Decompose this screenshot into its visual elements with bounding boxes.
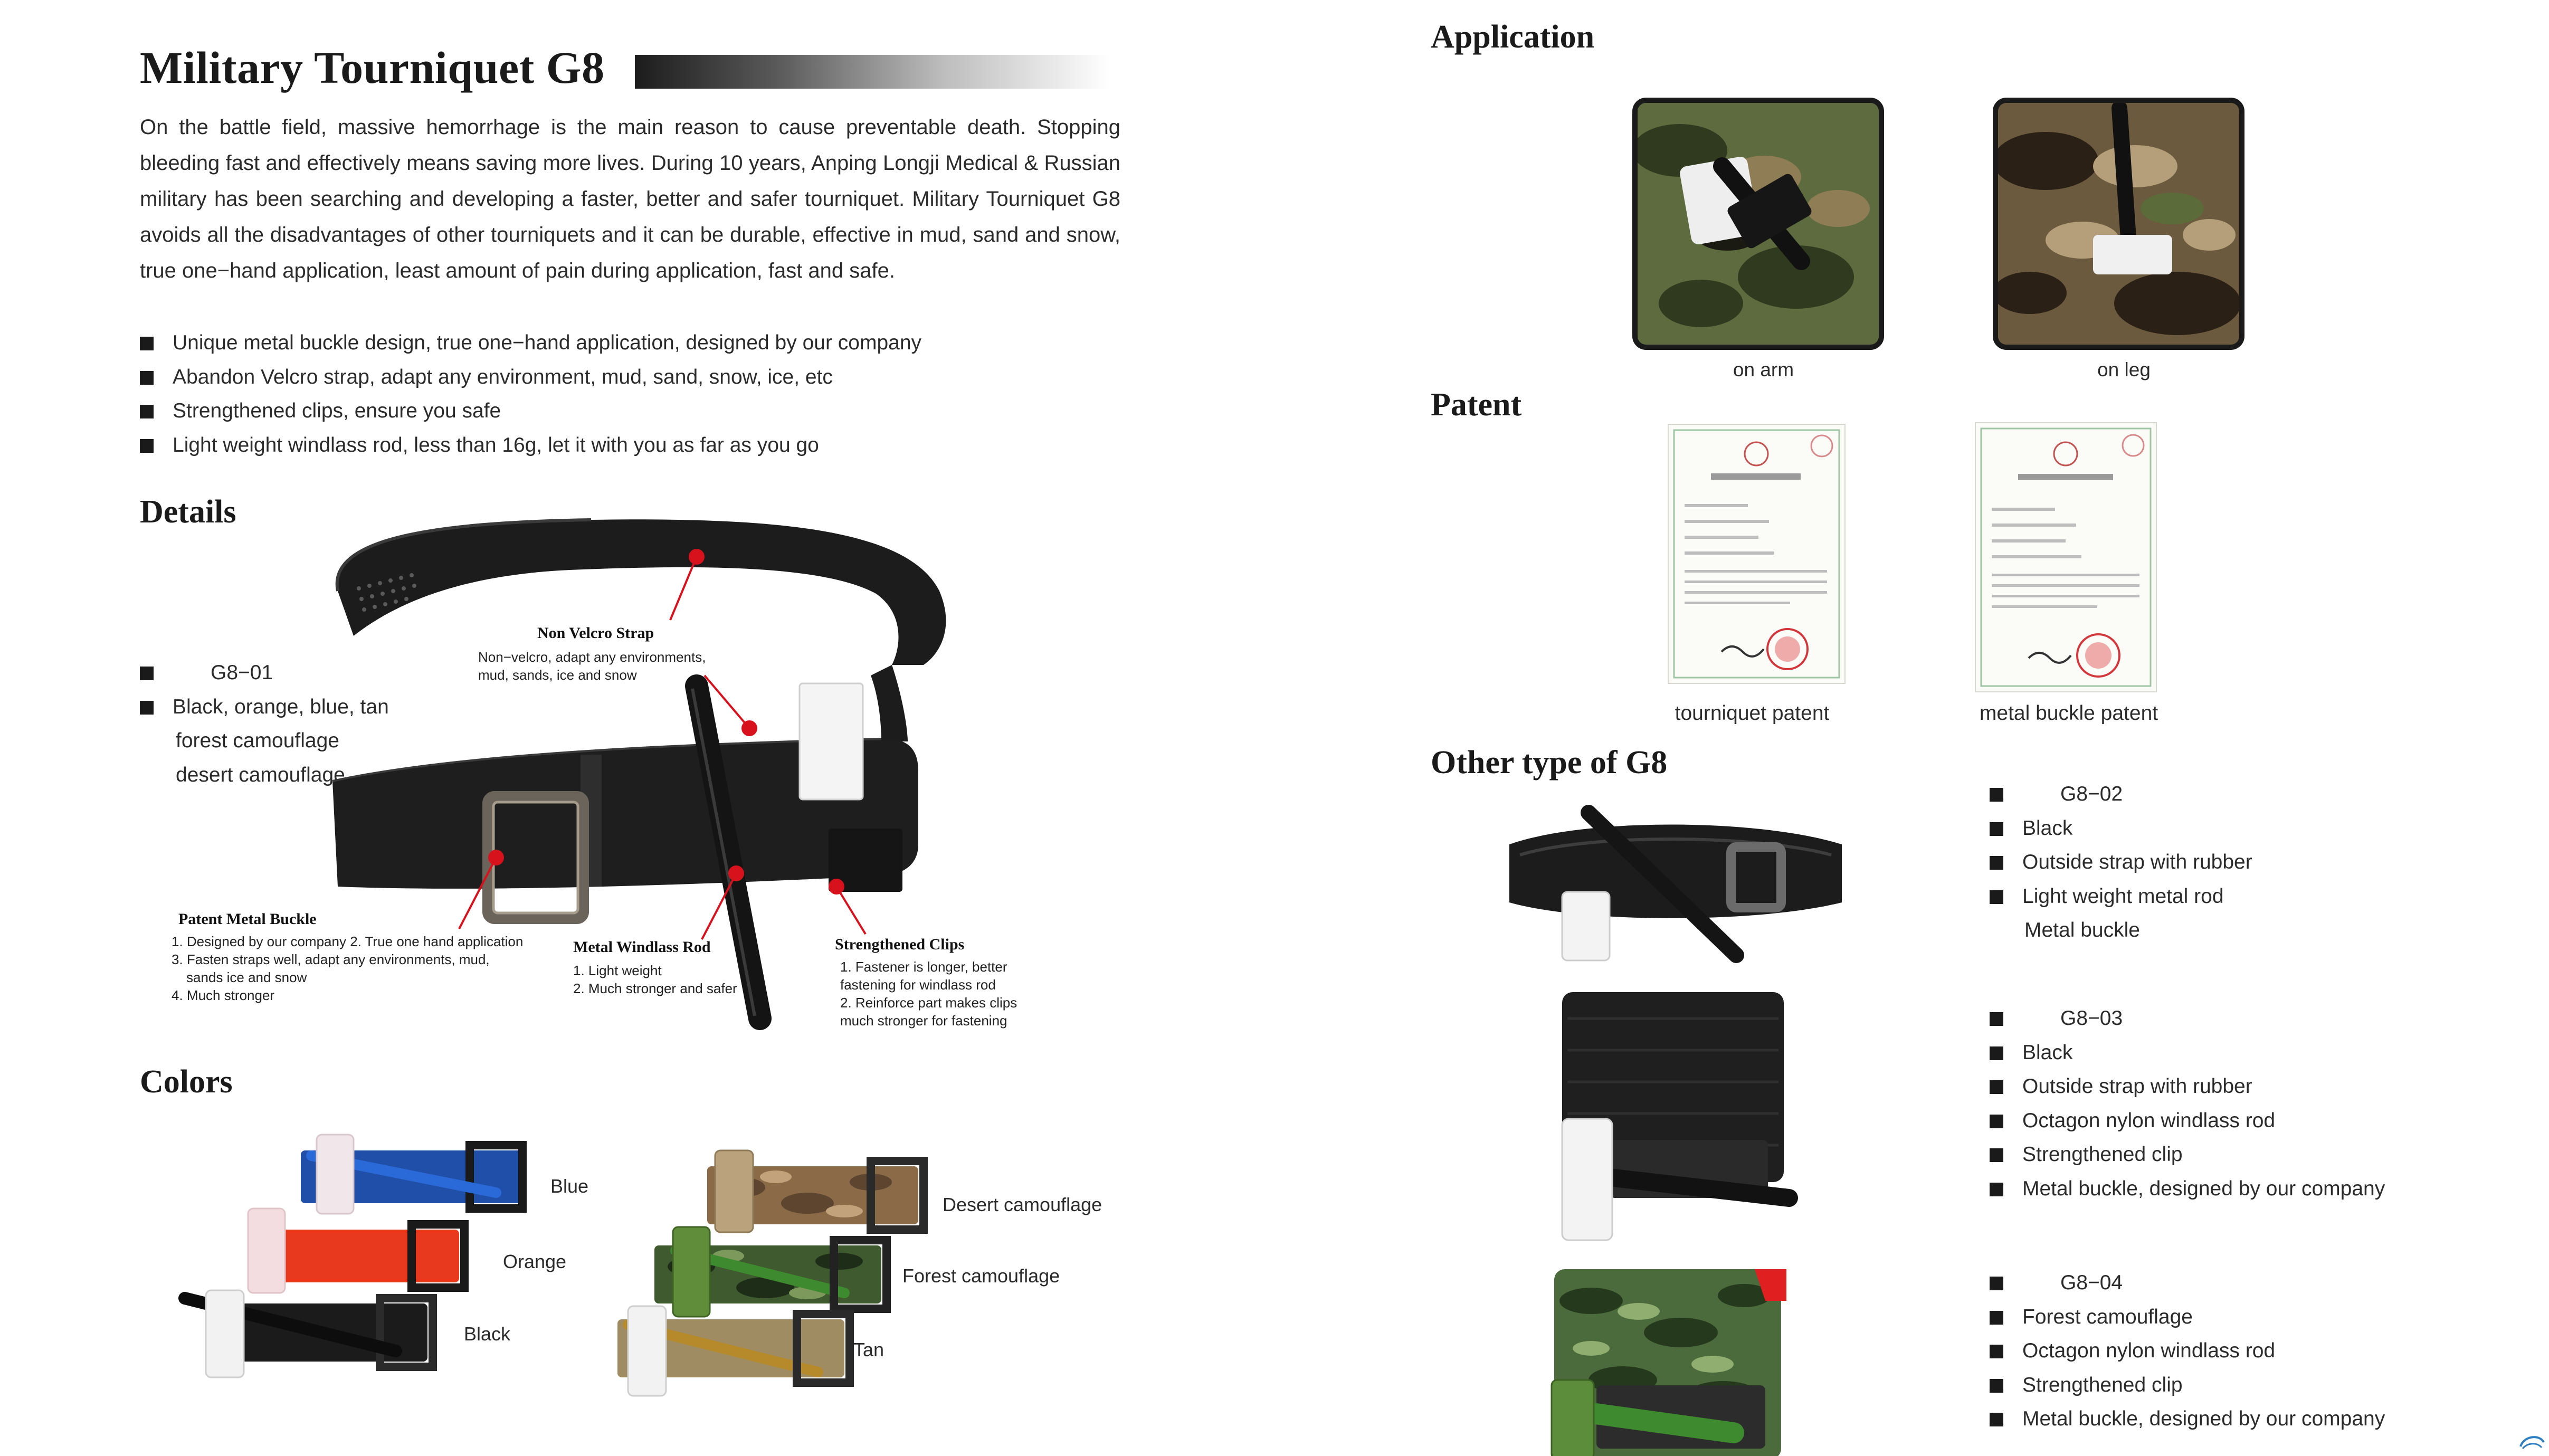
callout-strap-title: Non Velcro Strap [537,624,654,642]
color-label-blue: Blue [550,1175,589,1197]
details-spec-list: G8−01 Black, orange, blue, tan forest ca… [140,656,389,792]
photo-on-arm [1632,98,1884,350]
colors-heading: Colors [140,1064,233,1100]
g8-03-item: Strengthened clip [1990,1138,2385,1172]
g8-04-model-text: G8−04 [2060,1271,2123,1294]
caption-metal-buckle-patent: metal buckle patent [1979,702,2158,725]
g8-02-image [1509,805,1842,963]
callout-clip-desc: 1. Fastener is longer, better fastening … [840,958,1017,1030]
callout-strap-line1: Non−velcro, adapt any environments, [478,649,706,665]
callout-clip-title: Strengthened Clips [835,936,965,953]
g8-02-item: Light weight metal rod [1990,880,2252,914]
callout-buckle-line3: sands ice and snow [186,969,307,985]
patent-certificate-1 [1668,424,1846,684]
details-model-text: G8−01 [211,661,273,684]
details-colors: Black, orange, blue, tan [140,690,389,725]
callout-rod-line1: 1. Light weight [573,963,662,978]
feature-item: Unique metal buckle design, true one−han… [140,326,921,360]
patent-heading: Patent [1431,387,1522,423]
camo-leg-image [1998,103,2239,345]
g8-04-item: Strengthened clip [1990,1368,2385,1403]
callout-clip-line2: fastening for windlass rod [840,977,996,993]
g8-03-item: Metal buckle, designed by our company [1990,1172,2385,1206]
color-variants-illustration-right [617,1149,928,1397]
feature-item: Strengthened clips, ensure you safe [140,394,921,429]
g8-04-spec-list: G8−04 Forest camouflage Octagon nylon wi… [1990,1266,2385,1436]
g8-03-spec-list: G8−03 Black Outside strap with rubber Oc… [1990,1002,2385,1206]
tourniquet-illustration [332,518,946,1030]
camo-arm-image [1638,103,1879,345]
color-label-orange: Orange [503,1251,567,1272]
callout-buckle-line2: 3. Fasten straps well, adapt any environ… [172,951,490,967]
g8-04-item: Metal buckle, designed by our company [1990,1402,2385,1436]
g8-03-item: Octagon nylon windlass rod [1990,1104,2385,1138]
color-label-forest: Forest camouflage [902,1265,1060,1287]
g8-03-model-text: G8−03 [2060,1007,2123,1030]
g8-02-item: Black [1990,812,2252,846]
color-label-tan: Tan [853,1339,884,1360]
callout-buckle-desc: 1. Designed by our company 2. True one h… [172,932,523,1004]
callout-rod-line2: 2. Much stronger and safer [573,981,737,996]
g8-04-image [1551,1269,1786,1456]
color-label-desert: Desert camouflage [943,1194,1102,1215]
caption-tourniquet-patent: tourniquet patent [1675,702,1830,725]
g8-03-item: Black [1990,1036,2385,1070]
caption-on-arm: on arm [1733,359,1794,380]
feature-item: Abandon Velcro strap, adapt any environm… [140,360,921,395]
callout-buckle-line1: 1. Designed by our company 2. True one h… [172,934,524,949]
certificate-graphic [1980,427,2152,687]
callout-strap-desc: Non−velcro, adapt any environments, mud,… [478,648,706,684]
callout-buckle-line4: 4. Much stronger [172,987,275,1003]
title-gradient-bar [635,55,1110,89]
g8-02-item-extra: Metal buckle [2024,919,2140,941]
color-variants-illustration-left [178,1134,527,1378]
g8-04-model: G8−04 [1990,1266,2385,1300]
caption-on-leg: on leg [2097,359,2151,380]
callout-clip-line1: 1. Fastener is longer, better [840,959,1007,975]
application-heading: Application [1431,19,1595,55]
callout-rod-title: Metal Windlass Rod [573,938,711,956]
g8-02-model-text: G8−02 [2060,783,2123,805]
intro-paragraph: On the battle field, massive hemorrhage … [140,116,1120,282]
g8-02-spec-list: G8−02 Black Outside strap with rubber Li… [1990,777,2252,948]
callout-clip-line3: 2. Reinforce part makes clips [840,995,1017,1011]
callout-rod-desc: 1. Light weight 2. Much stronger and saf… [573,962,737,997]
g8-04-item: Octagon nylon windlass rod [1990,1334,2385,1368]
feature-item: Light weight windlass rod, less than 16g… [140,429,921,463]
callout-buckle-title: Patent Metal Buckle [178,910,317,928]
page-title: Military Tourniquet G8 [140,42,605,93]
g8-02-item: Outside strap with rubber [1990,845,2252,880]
details-camo-desert: desert camouflage [176,763,345,786]
other-types-heading: Other type of G8 [1431,745,1668,781]
g8-03-model: G8−03 [1990,1002,2385,1036]
g8-02-model: G8−02 [1990,777,2252,812]
g8-03-item: Outside strap with rubber [1990,1070,2385,1104]
photo-on-leg [1993,98,2244,350]
corner-logo-icon [2519,1436,2545,1450]
feature-list: Unique metal buckle design, true one−han… [140,326,921,462]
details-heading: Details [140,494,236,530]
g8-04-item: Forest camouflage [1990,1300,2385,1335]
g8-03-image [1561,992,1798,1241]
certificate-graphic [1673,429,1840,679]
callout-clip-line4: much stronger for fastening [840,1013,1007,1029]
callout-strap-line2: mud, sands, ice and snow [478,667,637,683]
details-camo-forest: forest camouflage [176,729,340,752]
details-model: G8−01 [140,656,389,690]
patent-certificate-2 [1975,422,2157,692]
color-label-black: Black [464,1323,511,1345]
